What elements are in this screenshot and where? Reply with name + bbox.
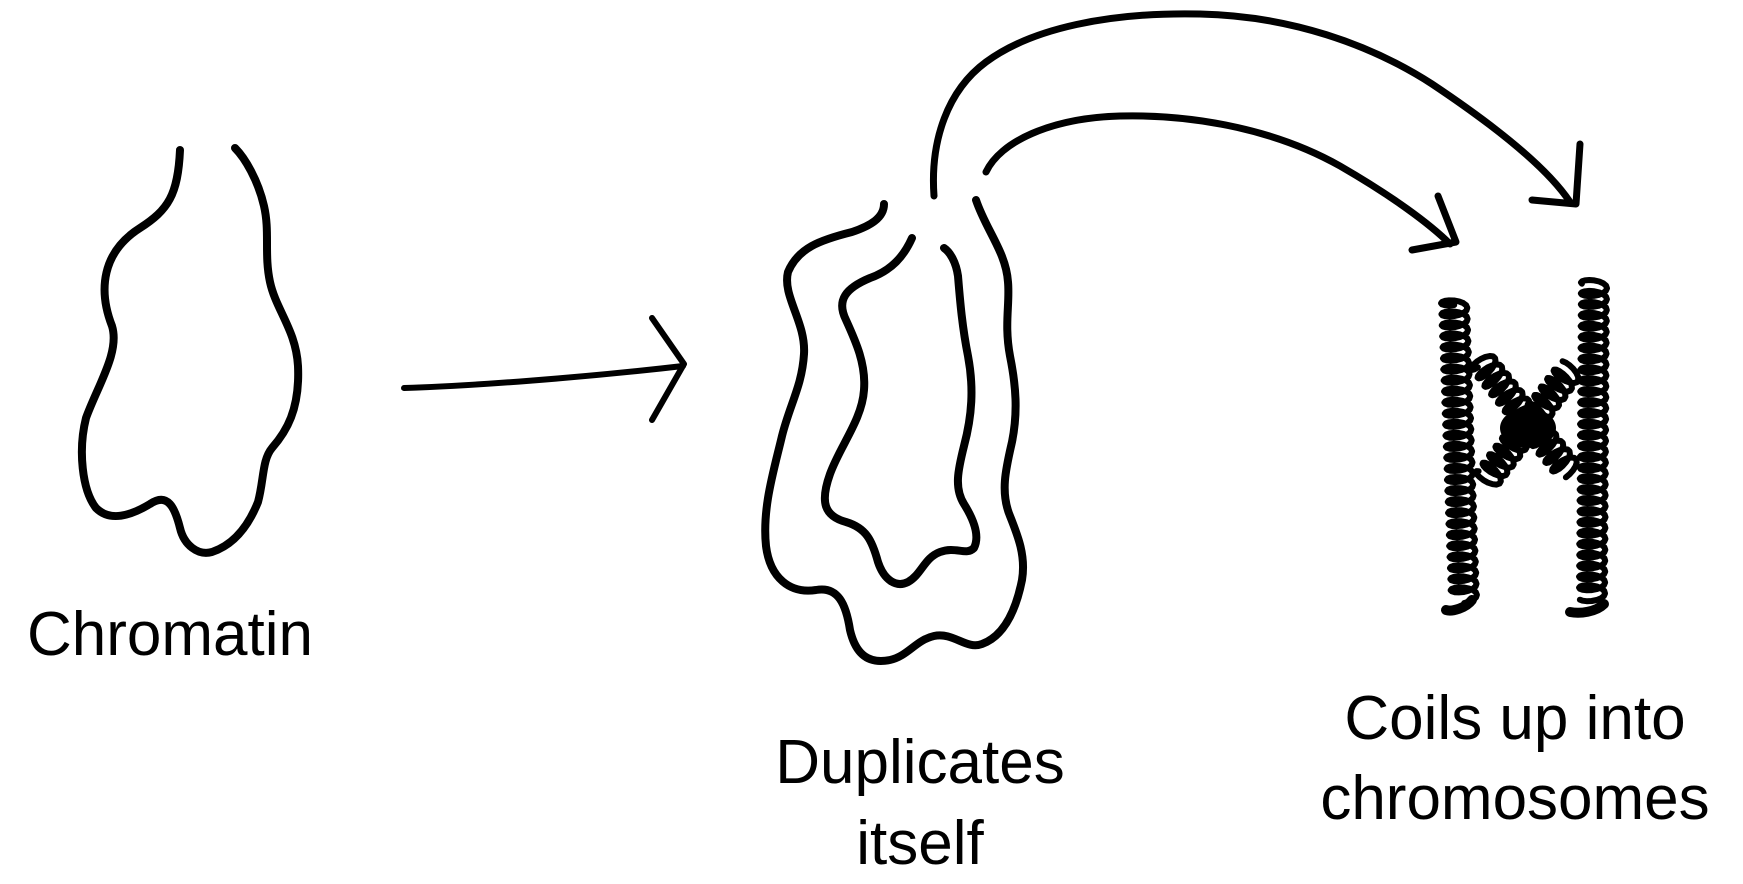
arrow-2-outer-curve bbox=[933, 14, 1570, 202]
arrow-2-inner-head bbox=[1412, 196, 1456, 250]
chromosome-foot-left bbox=[1446, 600, 1472, 611]
arrow-1 bbox=[404, 318, 684, 420]
label-duplicates-line-2: itself bbox=[720, 805, 1120, 884]
label-duplicates-line-1: Duplicates bbox=[720, 724, 1120, 803]
duplicated-drawing bbox=[765, 200, 1023, 661]
arrow-2-outer-head bbox=[1532, 144, 1580, 204]
label-chromatin: Chromatin bbox=[0, 596, 340, 675]
label-coils-line-1: Coils up into bbox=[1290, 680, 1740, 759]
chromatid-arm-right bbox=[1579, 280, 1607, 601]
outer-strand bbox=[765, 200, 1023, 661]
chromosome-drawing bbox=[1441, 280, 1607, 613]
chromatin-strand bbox=[82, 148, 298, 553]
chromosome-foot-right bbox=[1570, 604, 1604, 613]
label-coils-line-2: chromosomes bbox=[1290, 760, 1740, 839]
inner-strand bbox=[825, 238, 977, 584]
chromatin-drawing bbox=[82, 148, 298, 553]
centromere bbox=[1500, 408, 1556, 448]
arrow-1-shaft bbox=[404, 366, 683, 388]
arrow-2 bbox=[933, 14, 1580, 250]
arrow-2-inner-curve bbox=[986, 116, 1450, 244]
chromatid-arm-left bbox=[1441, 300, 1477, 603]
